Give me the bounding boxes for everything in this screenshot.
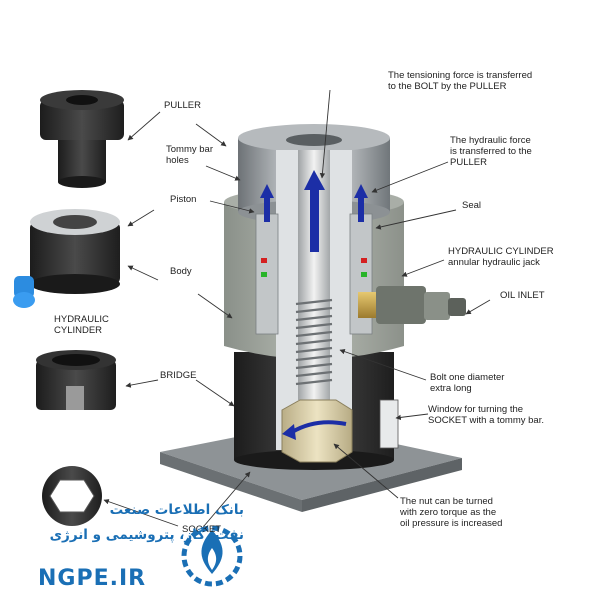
left-piston-arrow <box>260 184 274 222</box>
label-line: HYDRAULIC <box>54 314 109 325</box>
label-line: PULLER <box>164 100 201 111</box>
label-line: HYDRAULIC CYLINDER <box>448 246 554 257</box>
oil-inlet-fitting <box>358 286 466 324</box>
main-force-arrow <box>304 170 325 252</box>
label-window: Window for turning the SOCKET with a tom… <box>428 404 544 426</box>
label-line: The hydraulic force <box>450 135 531 146</box>
nut-rotation-arrow <box>282 420 347 440</box>
label-hydraulic-cylinder-left: HYDRAULIC CYLINDER <box>54 314 109 336</box>
label-line: CYLINDER <box>54 325 103 336</box>
label-socket: SOCKET <box>182 524 221 535</box>
leader-lines <box>103 89 491 527</box>
label-bolt: Bolt one diameter extra long <box>430 372 504 394</box>
label-hydraulic-cylinder-right: HYDRAULIC CYLINDER annular hydraulic jac… <box>448 246 554 268</box>
label-line: Body <box>170 266 192 277</box>
label-line: Bolt one diameter <box>430 372 505 383</box>
label-line: extra long <box>430 383 472 394</box>
socket-photo <box>42 466 102 526</box>
label-line: Window for turning the <box>428 404 524 415</box>
label-line: annular hydraulic jack <box>448 257 540 268</box>
label-line: Seal <box>462 200 482 211</box>
label-line: is transferred to the <box>450 146 532 157</box>
label-body: Body <box>170 266 192 277</box>
label-line: OIL INLET <box>500 290 545 301</box>
label-puller: PULLER <box>164 100 201 111</box>
watermark-brand: NGPE.IR <box>38 566 147 591</box>
label-line: The nut can be turned <box>400 496 493 507</box>
label-line: BRIDGE <box>160 370 197 381</box>
label-piston: Piston <box>170 194 196 205</box>
label-line: holes <box>166 155 189 166</box>
label-tension: The tensioning force is transferred to t… <box>388 70 532 92</box>
label-line: PULLER <box>450 157 487 168</box>
label-line: to the BOLT by the PULLER <box>388 81 507 92</box>
label-oil-inlet: OIL INLET <box>500 290 545 301</box>
label-line: SOCKET with a tommy bar. <box>428 415 544 426</box>
seal-green-left <box>261 272 267 277</box>
seal-red-right <box>361 258 367 263</box>
puller-photo <box>40 90 124 188</box>
label-line: with zero torque as the <box>400 507 497 518</box>
seal-red-left <box>261 258 267 263</box>
label-seal: Seal <box>462 200 481 211</box>
bridge-photo <box>36 350 116 410</box>
bolt-threads <box>295 298 333 386</box>
blue-coupler-icon <box>13 276 35 308</box>
flame-gear-icon <box>181 525 243 587</box>
watermark-line-2: نفت، گاز، پتروشیمی و انرژی <box>49 527 244 543</box>
label-tommy-bar-holes: Tommy bar holes <box>166 144 213 166</box>
label-line: SOCKET <box>182 524 222 535</box>
label-hydraulic-force: The hydraulic force is transferred to th… <box>450 135 532 168</box>
seal-green-right <box>361 272 367 277</box>
hydraulic-cylinder-photo <box>13 209 120 308</box>
label-bridge: BRIDGE <box>160 370 196 381</box>
right-piston-arrow <box>354 184 368 222</box>
label-nut: The nut can be turned with zero torque a… <box>400 496 502 529</box>
label-line: Tommy bar <box>166 144 213 155</box>
label-line: Piston <box>170 194 197 205</box>
label-line: oil pressure is increased <box>400 518 503 529</box>
watermark-line-1: بانک اطلاعات صنعت <box>109 502 244 518</box>
force-arrows <box>260 170 368 440</box>
label-line: The tensioning force is transferred <box>388 70 533 81</box>
